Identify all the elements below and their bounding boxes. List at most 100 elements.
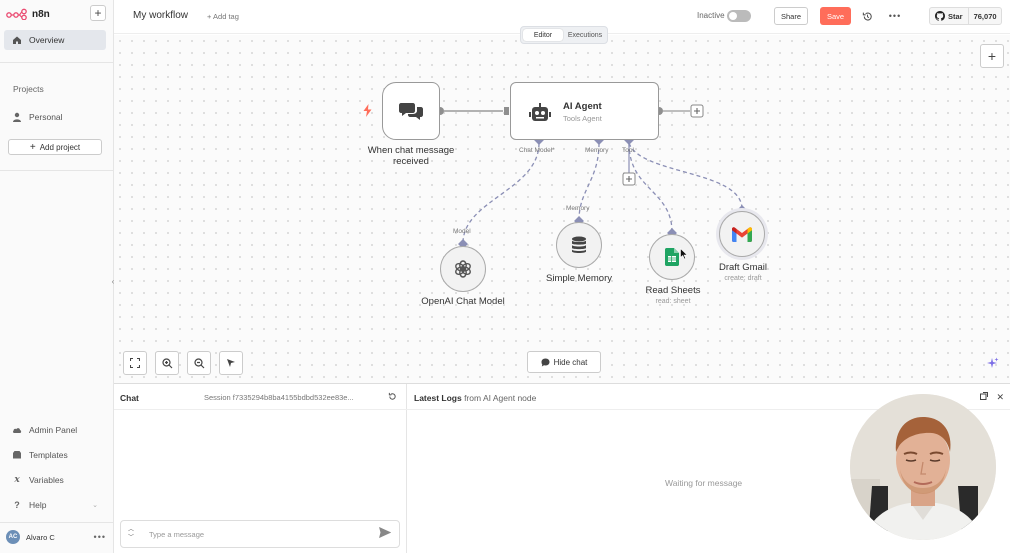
n8n-logo[interactable]: n8n: [6, 6, 50, 22]
more-options-icon[interactable]: •••: [888, 11, 902, 21]
send-icon[interactable]: [379, 526, 399, 541]
chat-icon: [541, 358, 550, 366]
ai-agent-node[interactable]: AI Agent Tools Agent: [510, 82, 659, 140]
refresh-session-icon[interactable]: [388, 392, 397, 403]
github-star-button[interactable]: Star 76,070: [929, 7, 1002, 25]
chat-panel: Chat Session f7335294b8ba4155bdbd532ee83…: [114, 384, 407, 553]
draft-gmail-node[interactable]: [719, 211, 765, 257]
toggle-knob: [729, 12, 737, 20]
hide-chat-button[interactable]: Hide chat: [527, 351, 601, 373]
user-name: Alvaro C: [26, 532, 55, 542]
plus-icon: +: [94, 6, 102, 20]
plus-icon: +: [29, 141, 36, 153]
app-name: n8n: [32, 8, 50, 20]
sidebar: n8n + Overview Projects Personal + Add p…: [0, 0, 114, 553]
chat-trigger-node[interactable]: [382, 82, 440, 140]
star-count: 76,070: [973, 11, 997, 21]
openai-chat-model-node[interactable]: [440, 246, 486, 292]
read-sheets-node[interactable]: [649, 234, 695, 280]
activation-toggle[interactable]: [727, 10, 751, 22]
chevron-down-icon: ⌄: [92, 502, 98, 509]
presenter-video: [850, 394, 996, 540]
gmail-node-subtitle: create: draft: [724, 275, 762, 282]
logs-header: Latest Logs from AI Agent node ✕: [407, 384, 1010, 410]
help-icon: ?: [14, 500, 20, 510]
history-icon[interactable]: [860, 9, 874, 23]
user-menu[interactable]: AC Alvaro C •••: [6, 529, 106, 545]
sheets-node-subtitle: read: sheet: [655, 298, 691, 305]
session-id: Session f7335294b8ba4155bdbd532ee83e...: [204, 393, 354, 402]
gmail-node-label: Draft Gmail: [718, 262, 768, 273]
avatar: AC: [6, 530, 20, 544]
plus-icon: +: [987, 48, 997, 64]
tidy-up-button[interactable]: [219, 351, 243, 375]
memory-node-port-label: Memory: [566, 205, 590, 212]
mouse-cursor-icon: [680, 247, 688, 262]
chat-message-input[interactable]: ︿ ﹀ Type a message: [120, 520, 400, 548]
sheets-node-label: Read Sheets: [645, 285, 701, 296]
box-icon: [12, 450, 22, 460]
sidebar-item-label: Variables: [29, 475, 64, 485]
pop-out-icon[interactable]: [980, 392, 989, 403]
close-icon[interactable]: ✕: [996, 392, 1004, 402]
sidebar-item-admin-panel[interactable]: Admin Panel: [4, 420, 106, 440]
zoom-out-button[interactable]: [187, 351, 211, 375]
simple-memory-node[interactable]: [556, 222, 602, 268]
agent-subtitle: Tools Agent: [563, 114, 602, 123]
collapse-sidebar-icon[interactable]: ‹: [111, 276, 115, 286]
logs-title-bold: Latest Logs: [414, 393, 462, 403]
openai-icon: [455, 260, 471, 278]
memory-node-label: Simple Memory: [546, 273, 612, 284]
create-new-button[interactable]: +: [90, 5, 106, 21]
sidebar-item-label: Help: [29, 500, 47, 510]
chat-header: Chat Session f7335294b8ba4155bdbd532ee83…: [114, 384, 407, 410]
sidebar-item-variables[interactable]: x Variables: [4, 470, 106, 490]
home-icon: [12, 35, 22, 45]
tab-executions[interactable]: Executions: [567, 31, 603, 39]
ai-assistant-button[interactable]: [980, 351, 1004, 375]
projects-heading: Projects: [13, 84, 44, 94]
sidebar-item-help[interactable]: ? Help ⌄: [4, 495, 106, 515]
workflow-title[interactable]: My workflow: [133, 10, 189, 21]
webcam-overlay: [850, 394, 996, 540]
logs-title-rest: from AI Agent node: [461, 393, 537, 403]
user-icon: [12, 112, 22, 122]
sidebar-item-overview[interactable]: Overview: [4, 30, 106, 50]
add-node-button[interactable]: +: [980, 44, 1004, 68]
sidebar-divider: [0, 522, 114, 523]
sidebar-item-personal[interactable]: Personal: [4, 107, 106, 127]
share-button[interactable]: Share: [774, 7, 808, 25]
tool-port-label: Tool: [622, 147, 634, 154]
agent-title: AI Agent: [563, 101, 602, 112]
more-options-icon[interactable]: •••: [93, 532, 106, 542]
waiting-message: Waiting for message: [665, 478, 743, 488]
trigger-bolt-icon: [363, 104, 372, 120]
activation-status-label: Inactive: [697, 11, 725, 20]
fit-view-icon: [130, 358, 140, 368]
chat-input-placeholder: Type a message: [149, 529, 205, 539]
node-label-line: When chat message: [367, 145, 455, 156]
node-label-line: received: [393, 156, 429, 167]
github-icon: [935, 11, 945, 21]
zoom-in-button[interactable]: [155, 351, 179, 375]
sidebar-divider: [0, 170, 114, 171]
sidebar-divider: [0, 62, 114, 63]
add-tag-link[interactable]: + Add tag: [207, 12, 239, 21]
tab-editor[interactable]: Editor: [523, 29, 563, 41]
logs-title: Latest Logs from AI Agent node: [414, 393, 536, 403]
add-project-button[interactable]: + Add project: [8, 139, 102, 155]
save-button[interactable]: Save: [820, 7, 851, 25]
fit-view-button[interactable]: [123, 351, 147, 375]
chevron-down-icon[interactable]: ﹀: [127, 535, 134, 541]
chat-model-port-label: Chat Model*: [519, 147, 555, 154]
zoom-in-icon: [161, 357, 172, 368]
history-arrows[interactable]: ︿ ﹀: [121, 526, 141, 542]
cloud-icon: [12, 425, 22, 435]
robot-icon: [529, 103, 551, 121]
chevron-up-icon[interactable]: ︿: [127, 527, 134, 533]
hide-chat-label: Hide chat: [553, 357, 588, 367]
sidebar-item-label: Templates: [29, 450, 68, 460]
database-icon: [572, 236, 586, 253]
sidebar-item-label: Admin Panel: [29, 425, 78, 435]
sidebar-item-templates[interactable]: Templates: [4, 445, 106, 465]
